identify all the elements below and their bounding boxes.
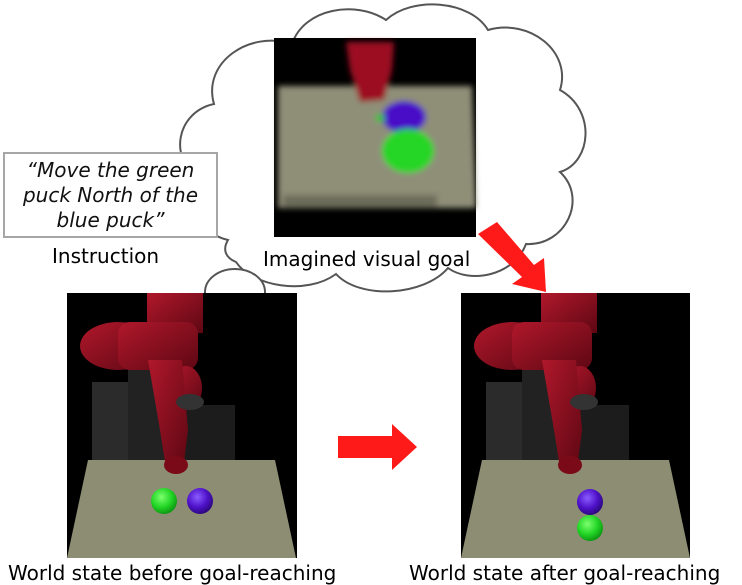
robot-arm-before	[80, 293, 204, 474]
robot-arm-after	[474, 293, 598, 474]
green-puck	[151, 488, 177, 514]
instruction-text: “Move the green puck North of the blue p…	[22, 157, 199, 232]
world-before-image	[67, 293, 297, 558]
red-arrow-icon	[478, 222, 546, 292]
instruction-label: Instruction	[52, 244, 160, 268]
red-arrow-icon	[338, 424, 417, 470]
blue-puck-after	[577, 489, 603, 515]
world-after-image	[461, 293, 690, 558]
after-caption: World state after goal-reaching	[409, 561, 721, 585]
green-puck-after	[577, 515, 603, 541]
before-caption: World state before goal-reaching	[8, 561, 337, 585]
blue-puck	[187, 488, 213, 514]
instruction-box: “Move the green puck North of the blue p…	[3, 152, 218, 238]
goal-caption: Imagined visual goal	[263, 247, 471, 271]
imagined-goal-image	[274, 38, 476, 237]
